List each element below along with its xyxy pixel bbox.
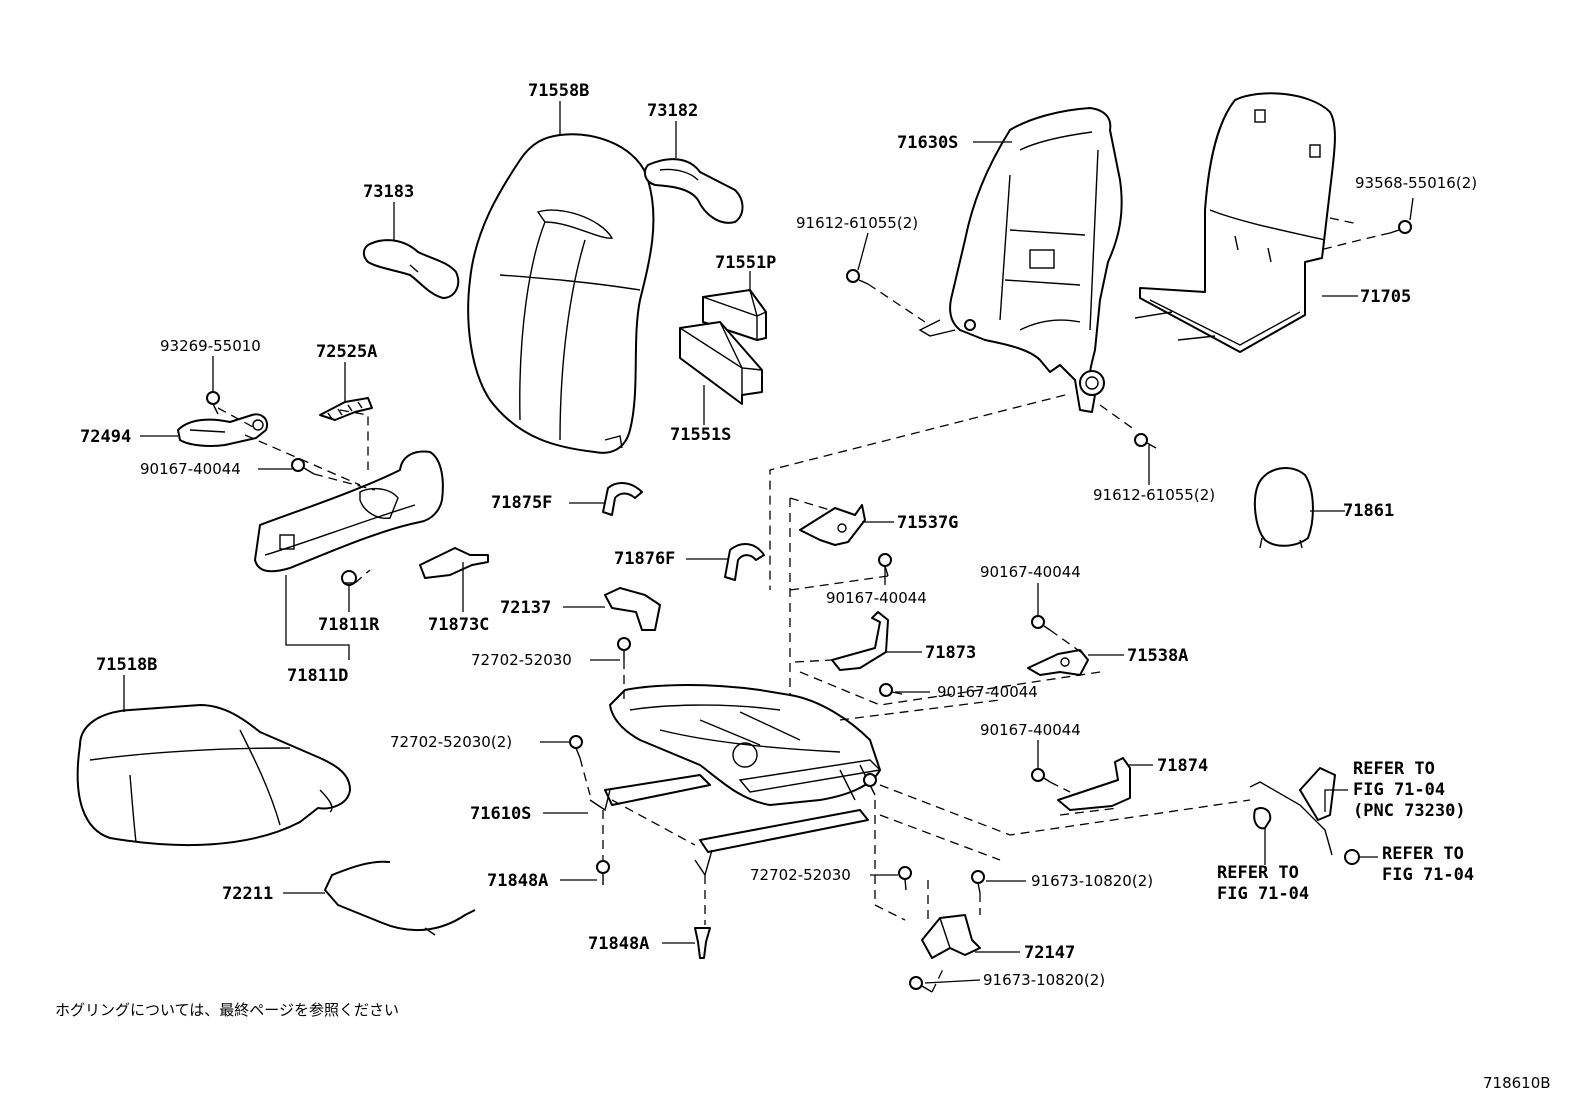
label-73183: 73183 <box>363 182 414 202</box>
label-71518B: 71518B <box>96 655 157 675</box>
label-72525A: 72525A <box>316 342 377 362</box>
bracket-71537G-drawing <box>799 504 866 546</box>
label-93269-55010: 93269-55010 <box>160 337 261 355</box>
refer-label-3-line1: REFER TO <box>1217 863 1299 883</box>
pad-71551P-drawing <box>702 289 767 341</box>
label-93568-55016: 93568-55016(2) <box>1355 174 1477 192</box>
label-71551P: 71551P <box>715 253 776 273</box>
label-71551S: 71551S <box>670 425 731 445</box>
label-91612-61055-bottom: 91612-61055(2) <box>1093 486 1215 504</box>
label-72702-52030-a: 72702-52030 <box>471 651 572 669</box>
seatbelt-buckle-drawing <box>1249 767 1336 856</box>
label-71848A-b: 71848A <box>588 934 649 954</box>
label-90167-40044-b: 90167-40044 <box>826 589 927 607</box>
seat-frame-drawing <box>589 684 882 877</box>
label-72702-52030-c: 72702-52030 <box>750 866 851 884</box>
part-labels: 71558B 73182 73183 71551P 71551S 71630S … <box>80 81 1477 989</box>
label-71630S: 71630S <box>897 133 958 153</box>
bracket-71874-drawing <box>1057 757 1131 811</box>
label-71811R: 71811R <box>318 615 380 635</box>
headrest-drawing <box>1253 466 1314 549</box>
label-71705: 71705 <box>1360 287 1411 307</box>
label-72702-52030-b: 72702-52030(2) <box>390 733 512 751</box>
pad-73182-drawing <box>643 158 744 224</box>
cover-72525A-drawing <box>319 397 373 421</box>
label-90167-40044-c: 90167-40044 <box>980 563 1081 581</box>
label-91612-61055-top: 91612-61055(2) <box>796 214 918 232</box>
label-71861: 71861 <box>1343 501 1394 521</box>
label-71874: 71874 <box>1157 756 1208 776</box>
label-73182: 73182 <box>647 101 698 121</box>
label-71873C: 71873C <box>428 615 489 635</box>
bracket-71873C-drawing <box>419 547 489 579</box>
bracket-71873-drawing <box>831 611 889 671</box>
refer-label-1-line2: FIG 71-04 <box>1353 780 1445 800</box>
refer-label-1-line3: (PNC 73230) <box>1353 801 1466 821</box>
bracket-71876F-drawing <box>724 543 765 581</box>
bracket-71538A-drawing <box>1027 649 1089 676</box>
refer-label-2-line2: FIG 71-04 <box>1382 865 1474 885</box>
label-72137: 72137 <box>500 598 551 618</box>
label-71875F: 71875F <box>491 493 552 513</box>
wire-72211-drawing <box>324 860 476 936</box>
back-board-drawing <box>1134 92 1336 353</box>
seat-cushion-drawing <box>76 704 351 847</box>
lever-72494-drawing <box>177 413 268 447</box>
label-71538A: 71538A <box>1127 646 1188 666</box>
seatback-cover-drawing <box>467 133 655 454</box>
pad-71551S-drawing <box>679 321 763 405</box>
figure-code: 718610B <box>1483 1074 1551 1092</box>
label-71876F: 71876F <box>614 549 675 569</box>
label-91673-10820-b: 91673-10820(2) <box>983 971 1105 989</box>
label-71811D: 71811D <box>287 666 348 686</box>
refer-label-1-line1: REFER TO <box>1353 759 1435 779</box>
hog-ring-note: ホグリングについては、最終ページを参照ください <box>55 1001 399 1019</box>
fasteners <box>206 220 1412 993</box>
label-90167-40044-a: 90167-40044 <box>140 460 241 478</box>
side-shield-drawing <box>254 450 444 573</box>
label-71873: 71873 <box>925 643 976 663</box>
label-71558B: 71558B <box>528 81 589 101</box>
assembly-lines <box>217 217 1391 993</box>
cover-72137-drawing <box>604 587 661 631</box>
label-72494: 72494 <box>80 427 131 447</box>
label-91673-10820-a: 91673-10820(2) <box>1031 872 1153 890</box>
label-71537G: 71537G <box>897 513 958 533</box>
label-71848A-a: 71848A <box>487 871 548 891</box>
label-72147: 72147 <box>1024 943 1075 963</box>
label-90167-40044-d: 90167-40044 <box>937 683 1038 701</box>
label-72211: 72211 <box>222 884 273 904</box>
seatback-frame-drawing <box>918 107 1123 413</box>
bracket-71875F-drawing <box>602 482 643 516</box>
label-90167-40044-e: 90167-40044 <box>980 721 1081 739</box>
refer-label-3-line2: FIG 71-04 <box>1217 884 1309 904</box>
pad-73183-drawing <box>362 239 460 299</box>
bracket-72147-drawing <box>921 914 981 959</box>
label-71610S: 71610S <box>470 804 531 824</box>
refer-label-2-line1: REFER TO <box>1382 844 1464 864</box>
leader-lines <box>123 101 1414 984</box>
